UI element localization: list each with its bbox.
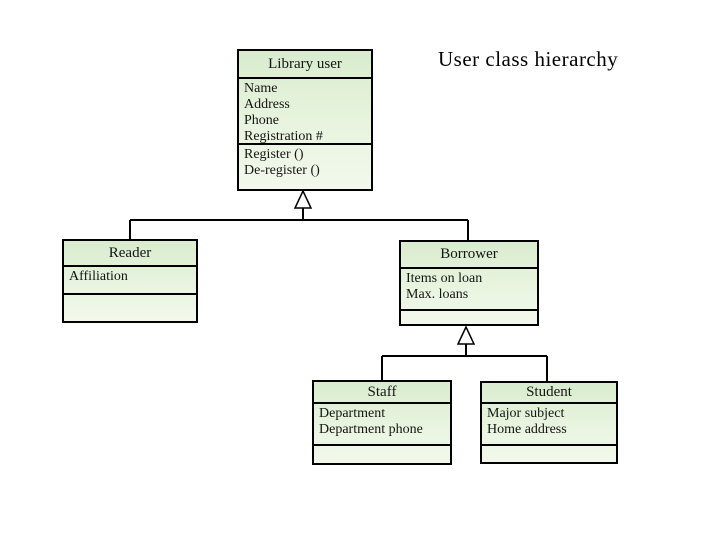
class-box-student: Student Major subject Home address [480,381,618,464]
generalization-connector-borrower [381,325,548,381]
attribute-label: Registration # [244,129,323,144]
operation-label: De-register () [244,163,320,178]
attribute-label: Address [244,97,290,112]
attribute-label: Major subject [487,406,565,421]
class-box-staff: Staff Department Department phone [312,380,452,465]
class-name: Reader [108,244,152,261]
attributes-compartment: Name Address Phone Registration # [239,77,371,144]
operations-compartment [314,444,450,463]
class-name: Borrower [440,246,498,262]
class-name: Student [526,384,572,400]
attributes-compartment: Affiliation [64,265,196,293]
attributes-compartment: Items on loan Max. loans [401,267,537,309]
attribute-label: Name [244,81,278,96]
attribute-label: Affiliation [69,269,128,284]
attribute-label: Department phone [319,422,423,437]
class-box-library-user: Library user Name Address Phone Registra… [237,49,373,191]
generalization-connector-library-user [129,189,469,240]
class-name: Library user [268,55,342,72]
operations-compartment [64,293,196,321]
operation-label: Register () [244,147,304,162]
class-box-borrower: Borrower Items on loan Max. loans [399,240,539,326]
generalization-arrow-icon [456,325,476,345]
attribute-label: Max. loans [406,287,469,302]
attributes-compartment: Major subject Home address [482,402,616,444]
diagram-title: User class hierarchy [438,47,619,71]
operations-compartment [482,444,616,462]
attribute-label: Department [319,406,386,421]
attribute-label: Home address [487,422,567,437]
operations-compartment [401,309,537,324]
attributes-compartment: Department Department phone [314,402,450,444]
operations-compartment: Register () De-register () [239,143,371,189]
attribute-label: Items on loan [406,271,483,286]
class-name: Staff [367,383,397,400]
generalization-arrow-icon [293,189,313,209]
attribute-label: Phone [244,113,279,128]
class-box-reader: Reader Affiliation [62,239,198,323]
